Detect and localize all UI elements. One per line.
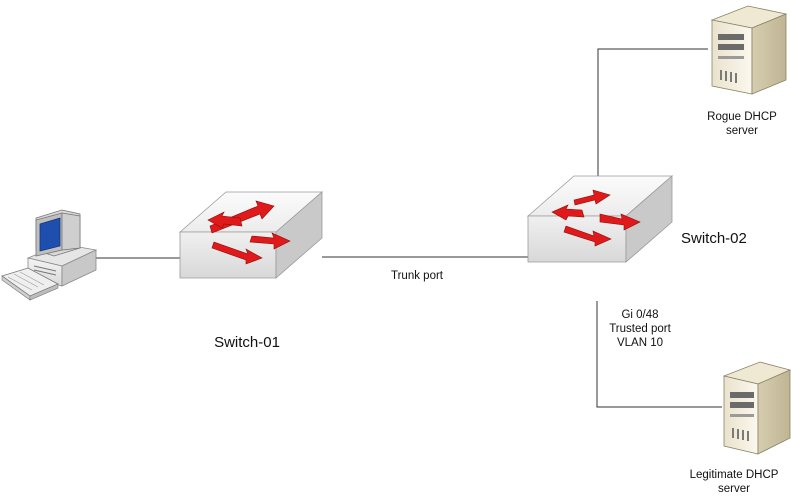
trusted-port-text: Trusted port [609, 322, 671, 335]
trusted-port-interface: Gi 0/48 [621, 309, 659, 321]
switch-01-label: Switch-01 [214, 334, 280, 351]
rogue-dhcp-line2: server [726, 124, 758, 137]
legit-server-link [596, 301, 722, 408]
legitimate-dhcp-line1: Legitimate DHCP [689, 469, 779, 481]
legitimate-dhcp-line2: server [718, 482, 750, 495]
trunk-port-label: Trunk port [391, 270, 443, 282]
trusted-port-label: Gi 0/48 Trusted port VLAN 10 [609, 309, 671, 350]
switch-02-label: Switch-02 [681, 230, 747, 247]
rogue-server-link [597, 48, 708, 190]
legitimate-server-icon [722, 361, 791, 455]
switch-02-icon [526, 175, 674, 263]
rogue-dhcp-line1: Rogue DHCP [707, 111, 777, 123]
rogue-dhcp-label: Rogue DHCP server [707, 111, 777, 139]
trusted-port-vlan: VLAN 10 [616, 336, 664, 349]
links [96, 48, 722, 408]
switch-01-icon [178, 191, 324, 279]
legitimate-dhcp-label: Legitimate DHCP server [690, 469, 779, 497]
rogue-server-icon [710, 5, 788, 95]
desktop-computer-icon [1, 209, 98, 301]
